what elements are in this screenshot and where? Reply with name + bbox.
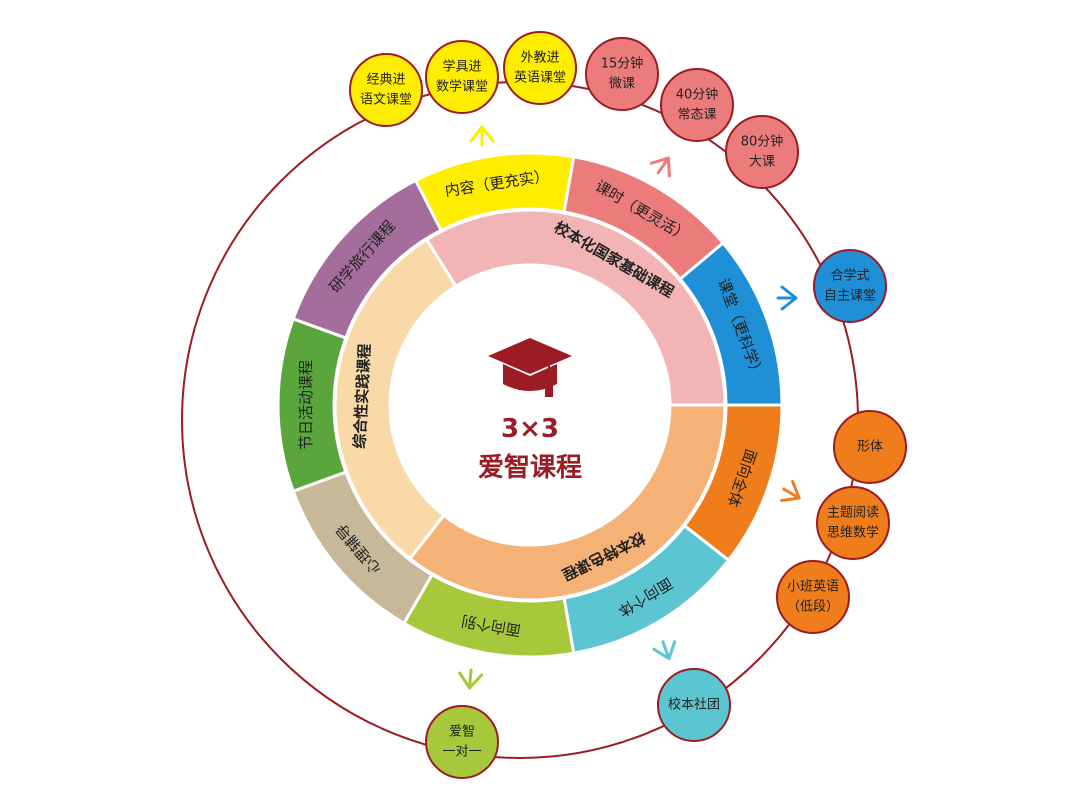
course-node-label: 爱智 <box>449 725 475 740</box>
course-node <box>725 115 799 189</box>
inner-label-practice: 综合性实践课程 <box>350 343 373 449</box>
course-node <box>585 37 659 111</box>
arrow-icon <box>780 479 801 503</box>
course-node <box>425 40 499 114</box>
outer-segment-study <box>291 178 444 340</box>
course-node-label: 思维数学 <box>827 525 879 541</box>
course-node-label: 学具进 <box>442 59 481 75</box>
course-node <box>813 249 887 323</box>
course-node-label: 语文课堂 <box>360 93 412 108</box>
course-node-label: 80分钟 <box>741 134 784 150</box>
arrow-icon <box>776 285 798 311</box>
arrow-icon <box>652 640 677 661</box>
course-node-label: 合学式 <box>830 268 869 284</box>
course-node-label: 常态课 <box>677 108 716 123</box>
course-node <box>833 410 907 484</box>
course-node-label: 40分钟 <box>676 87 719 103</box>
course-node-label: （低段） <box>787 600 839 615</box>
course-node-label: 大课 <box>749 155 775 170</box>
course-node <box>425 705 499 779</box>
course-node-label: 微课 <box>609 77 635 92</box>
center-disc <box>390 265 670 545</box>
outer-label-festival: 节日活动课程 <box>297 360 315 450</box>
course-node-label: 数学课堂 <box>436 79 488 95</box>
course-node-label: 外教进 <box>520 50 559 66</box>
center-title: 爱智课程 <box>478 453 582 483</box>
graduation-cap-icon <box>488 338 572 397</box>
course-node <box>816 486 890 560</box>
course-node-label: 校本社团 <box>668 697 720 713</box>
course-node <box>349 53 423 127</box>
arrow-icon <box>458 668 484 690</box>
arrow-icon <box>649 156 671 178</box>
arrow-icon <box>469 125 495 147</box>
course-node-label: 经典进 <box>366 73 405 88</box>
course-node-label: 15分钟 <box>601 56 644 72</box>
course-node <box>660 68 734 142</box>
course-node <box>503 31 577 105</box>
course-node-label: 小班英语 <box>787 580 839 595</box>
course-node-label: 主题阅读 <box>827 506 879 521</box>
course-node <box>776 560 850 634</box>
course-node-label: 形体 <box>857 440 883 455</box>
center-number: 3×3 <box>501 414 559 444</box>
course-node-label: 英语课堂 <box>514 71 566 86</box>
ring-layer: 校本化国家基础课程校本特色课程综合性实践课程内容（更充实）课时（更灵活）课堂（更… <box>276 151 784 659</box>
course-node-label: 自主课堂 <box>824 289 876 304</box>
course-node <box>657 668 731 742</box>
arrow-layer <box>458 125 801 690</box>
course-node-label: 一对一 <box>442 745 481 760</box>
